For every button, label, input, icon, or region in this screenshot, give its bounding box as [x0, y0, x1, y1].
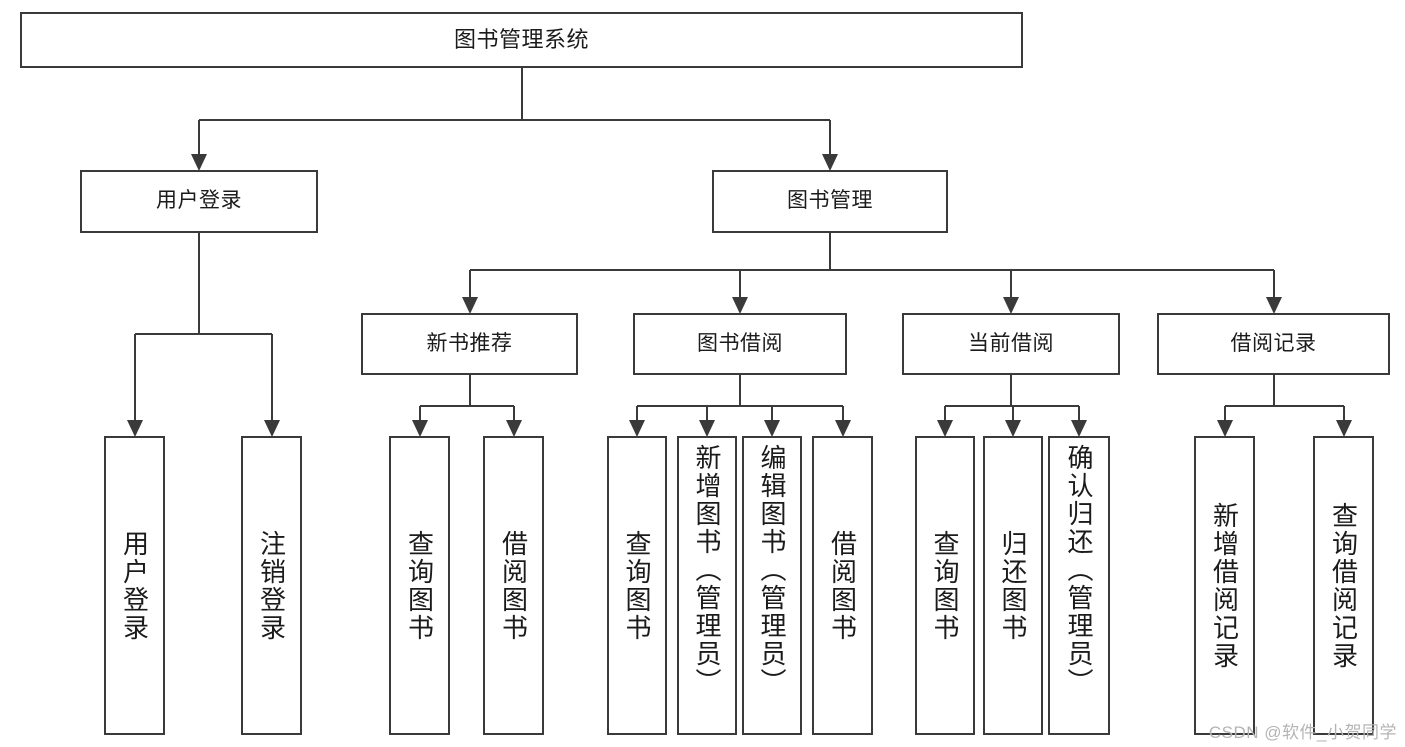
leaf-query-books-recommend[interactable]: 查询图书	[389, 436, 450, 735]
leaf-borrow-books-recommend[interactable]: 借阅图书	[483, 436, 544, 735]
connector-line	[520, 68, 523, 120]
connector-arrowhead	[1003, 297, 1019, 314]
connector-line	[198, 120, 200, 169]
connector-line	[1224, 405, 1344, 407]
node-root-system[interactable]: 图书管理系统	[20, 12, 1023, 68]
node-label: 新增图书（管理员）	[692, 444, 723, 696]
node-book-management[interactable]: 图书管理	[712, 170, 948, 233]
connector-arrowhead	[822, 154, 838, 171]
connector-arrowhead	[1005, 420, 1021, 437]
node-label: 查询借阅记录	[1328, 501, 1359, 670]
connector-line	[1010, 270, 1012, 312]
connector-arrowhead	[1216, 420, 1233, 437]
connector-arrowhead	[834, 420, 851, 437]
node-label: 借阅记录	[1230, 331, 1317, 355]
node-label: 当前借阅	[968, 331, 1054, 355]
leaf-add-borrow-record[interactable]: 新增借阅记录	[1194, 436, 1255, 735]
node-label: 借阅图书	[498, 529, 529, 642]
connector-line	[199, 119, 830, 121]
connector-line	[419, 405, 514, 407]
node-label: 确认归还（管理员）	[1064, 444, 1095, 696]
node-book-borrow[interactable]: 图书借阅	[633, 313, 847, 375]
leaf-query-books-borrow[interactable]: 查询图书	[607, 436, 667, 735]
node-label: 查询图书	[404, 529, 435, 642]
node-label: 图书借阅	[697, 331, 783, 355]
node-label: 用户登录	[156, 189, 242, 213]
leaf-borrow-books[interactable]: 借阅图书	[812, 436, 873, 735]
node-label: 用户登录	[119, 529, 150, 642]
connector-arrowhead	[732, 297, 748, 314]
connector-line	[468, 270, 471, 312]
connector-line	[1272, 270, 1275, 312]
connector-arrowhead	[1071, 420, 1087, 437]
leaf-logout[interactable]: 注销登录	[241, 436, 302, 735]
node-borrow-records[interactable]: 借阅记录	[1157, 313, 1390, 375]
leaf-add-book-admin[interactable]: 新增图书（管理员）	[677, 436, 737, 735]
node-current-borrow[interactable]: 当前借阅	[902, 313, 1120, 375]
connector-line	[1010, 375, 1012, 406]
connector-line	[829, 120, 831, 169]
connector-arrowhead	[411, 420, 428, 437]
connector-arrowhead	[629, 420, 645, 437]
connector-arrowhead	[699, 420, 715, 437]
connector-arrowhead	[937, 420, 953, 437]
connector-arrowhead	[764, 420, 780, 437]
node-label: 图书管理	[787, 189, 873, 213]
leaf-user-login[interactable]: 用户登录	[104, 436, 165, 735]
node-new-book-recommend[interactable]: 新书推荐	[361, 313, 578, 375]
connector-line	[739, 270, 741, 312]
connector-line	[469, 269, 1274, 271]
connector-arrowhead	[461, 297, 478, 314]
leaf-query-borrow-record[interactable]: 查询借阅记录	[1313, 436, 1374, 735]
node-label: 查询图书	[930, 529, 961, 642]
connector-line	[133, 334, 136, 435]
leaf-confirm-return-admin[interactable]: 确认归还（管理员）	[1048, 436, 1110, 735]
node-label: 编辑图书（管理员）	[757, 444, 788, 696]
connector-arrowhead	[126, 420, 143, 437]
connector-arrowhead	[191, 154, 207, 171]
connector-line	[829, 233, 831, 270]
node-label: 图书管理系统	[453, 27, 589, 53]
leaf-edit-book-admin[interactable]: 编辑图书（管理员）	[742, 436, 802, 735]
connector-arrowhead	[1265, 297, 1282, 314]
connector-arrowhead	[1335, 420, 1352, 437]
connector-line	[468, 375, 471, 406]
connector-line	[134, 333, 272, 335]
connector-arrowhead	[263, 420, 280, 437]
node-label: 借阅图书	[827, 529, 858, 642]
node-label: 新增借阅记录	[1209, 501, 1240, 670]
connector-line	[739, 375, 741, 406]
leaf-return-books[interactable]: 归还图书	[983, 436, 1043, 735]
connector-arrowhead	[505, 420, 522, 437]
node-label: 新书推荐	[426, 331, 513, 355]
node-label: 注销登录	[256, 529, 287, 642]
node-label: 归还图书	[998, 529, 1029, 642]
connector-line	[198, 233, 200, 334]
node-label: 查询图书	[622, 529, 653, 642]
csdn-watermark: CSDN @软件_小贺同学	[1208, 723, 1397, 742]
connector-line	[637, 405, 843, 407]
leaf-query-books-current[interactable]: 查询图书	[915, 436, 975, 735]
node-user-login[interactable]: 用户登录	[80, 170, 318, 233]
connector-line	[1272, 375, 1275, 406]
connector-line	[270, 334, 273, 435]
